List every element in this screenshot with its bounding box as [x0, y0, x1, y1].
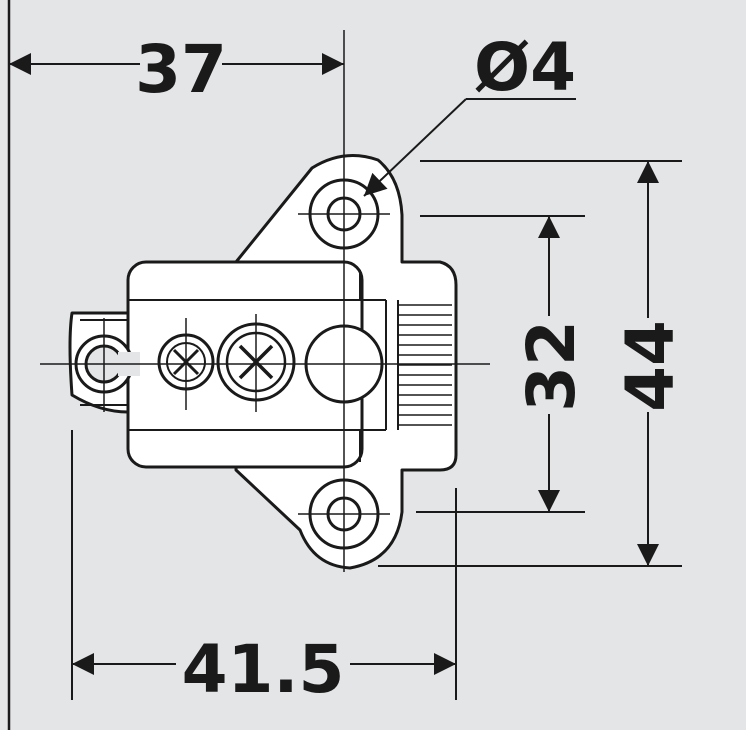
center-lines	[40, 30, 490, 572]
dimension-41-5: 41.5	[182, 631, 345, 708]
dimension-lines	[9, 53, 682, 700]
dimension-diameter-4: Ø4	[474, 29, 576, 106]
dimension-32: 32	[513, 320, 590, 412]
dimension-37: 37	[135, 31, 227, 108]
grip-ribs	[398, 304, 452, 426]
dia-4-leader	[363, 98, 467, 197]
dimension-44: 44	[612, 320, 689, 412]
